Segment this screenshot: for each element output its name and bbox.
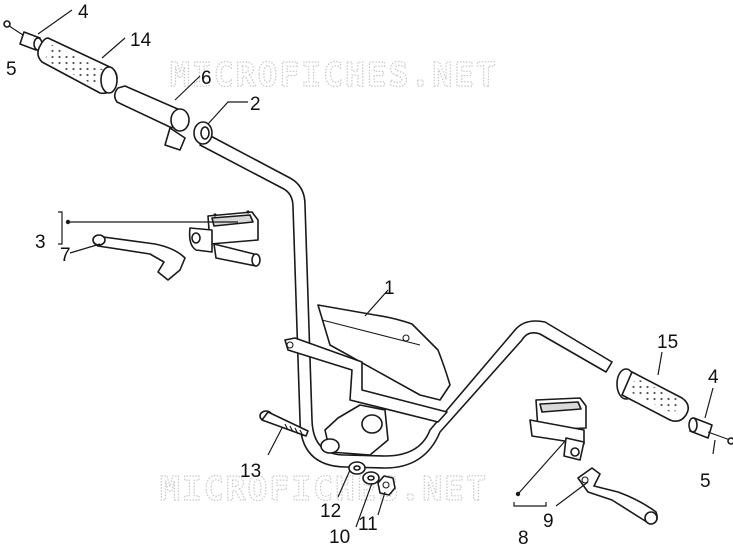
- right-master-cylinder: [529, 397, 587, 461]
- left-brake-lever: [92, 234, 186, 281]
- left-grip-14: [37, 37, 118, 95]
- center-bracket: [284, 304, 451, 456]
- bolt-13: [259, 410, 309, 437]
- callout-13: 13: [240, 461, 261, 482]
- right-bar-end-screw-5: [707, 431, 733, 445]
- spacer-ring-2: [193, 121, 213, 145]
- callout-9: 9: [543, 511, 554, 532]
- callout-4-left: 4: [78, 2, 89, 23]
- callout-1: 1: [384, 278, 395, 299]
- callout-5-left: 5: [6, 59, 17, 80]
- right-bar-end-weight-4: [688, 417, 713, 439]
- callout-2: 2: [250, 94, 261, 115]
- watermark-top: MICROFICHES.NET: [170, 55, 498, 94]
- callout-labels: 4 5 14 6 2 3 7 1 13 12 11 10 15 4 5 9 8: [6, 2, 719, 547]
- watermark-bottom: MICROFICHES.NET: [160, 469, 488, 508]
- washers-and-nut: [348, 461, 396, 496]
- handlebar-tube: [199, 132, 613, 469]
- callout-14: 14: [130, 30, 152, 51]
- callout-6: 6: [201, 68, 212, 89]
- callout-15: 15: [657, 332, 678, 353]
- right-brake-lever: [577, 467, 658, 525]
- left-master-cylinder: [188, 210, 261, 267]
- leader-lines: [37, 9, 716, 528]
- throttle-tube-6: [113, 85, 190, 151]
- callout-3: 3: [35, 232, 46, 253]
- callout-4-right: 4: [708, 367, 719, 388]
- right-grip-15: [616, 368, 690, 422]
- callout-11: 11: [358, 514, 378, 535]
- callout-7: 7: [60, 245, 71, 266]
- callout-5-right: 5: [700, 471, 711, 492]
- callout-8: 8: [518, 528, 529, 547]
- callout-12: 12: [320, 501, 341, 522]
- callout-10: 10: [329, 527, 350, 547]
